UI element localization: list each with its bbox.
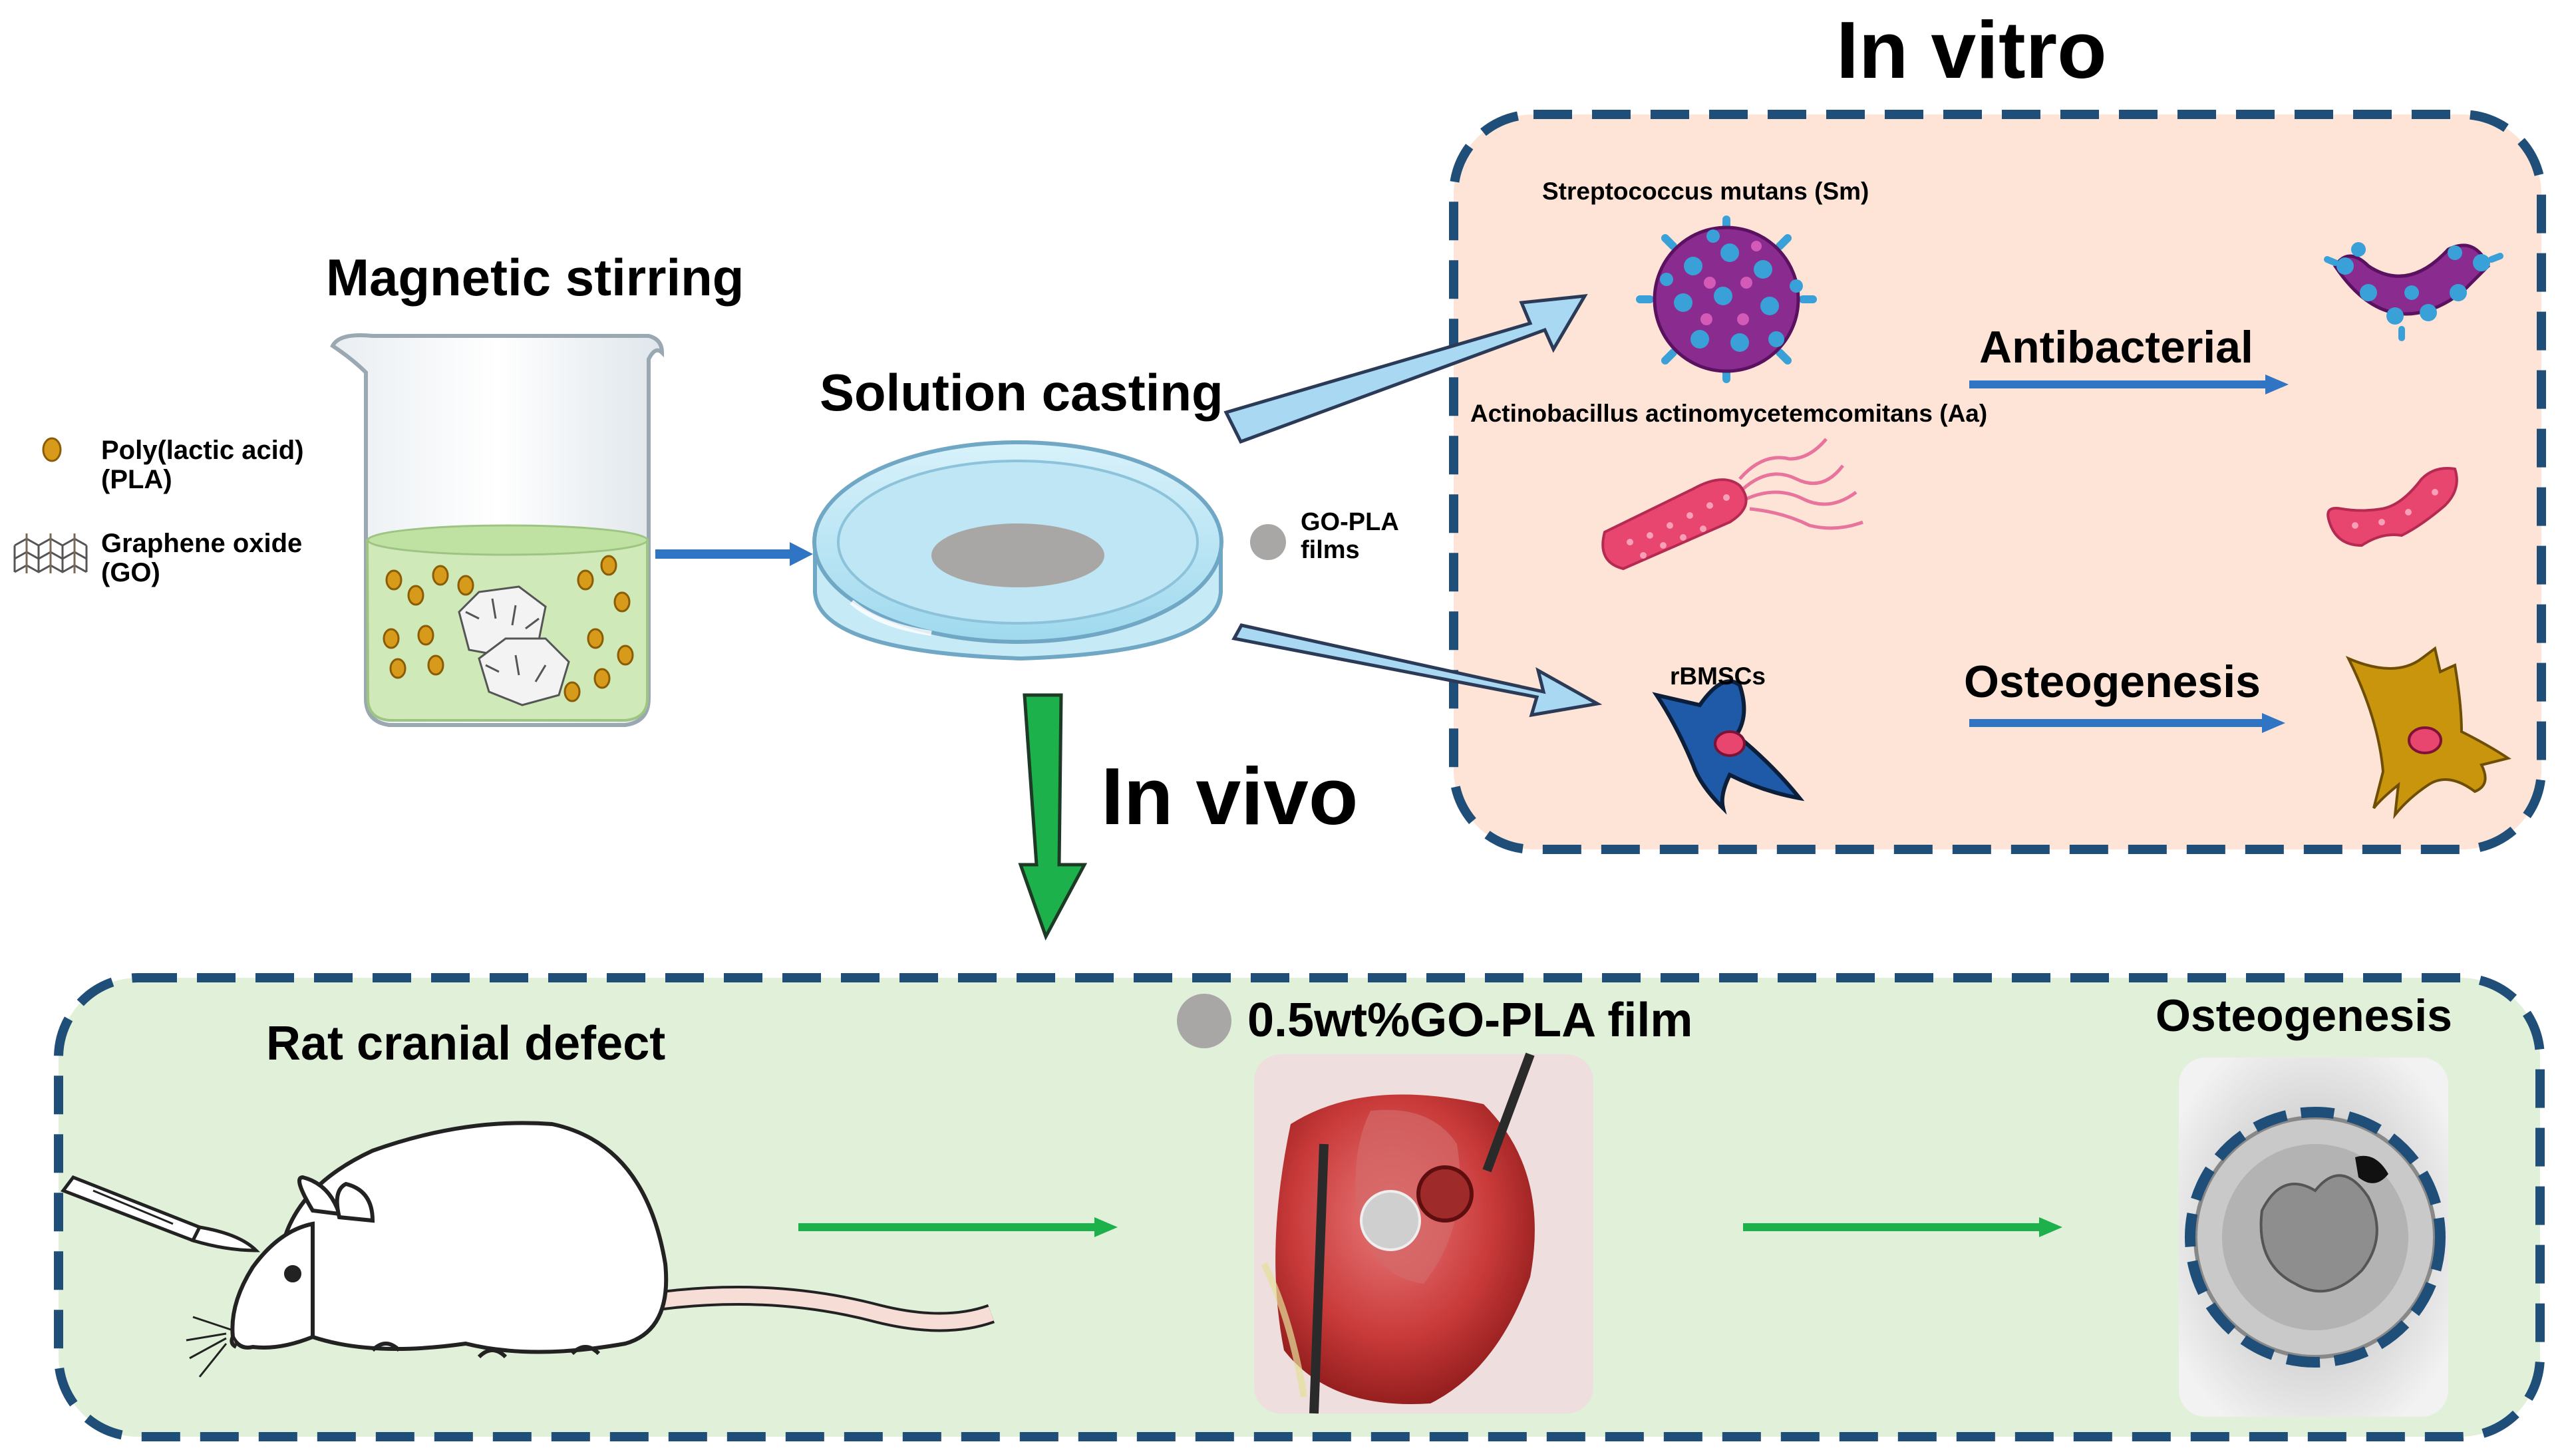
invivo-arrow-2: [1743, 1217, 2062, 1237]
arrow-in-vivo: [1018, 693, 1088, 941]
actinobacillus-icon: [1601, 438, 1863, 571]
sm-label: Streptococcus mutans (Sm): [1542, 178, 1869, 205]
arrow-to-rbmsc: [1231, 623, 1603, 718]
magnetic-stirring-label: Magnetic stirring: [326, 248, 744, 307]
solution-casting-label: Solution casting: [820, 363, 1223, 422]
go-pla-films-swatch: [1250, 524, 1286, 560]
pla-bead-icon: [42, 437, 62, 462]
title-in-vitro: In vitro: [1836, 5, 2107, 95]
go-legend-label: Graphene oxide(GO): [101, 529, 303, 587]
micro-ct-photo: [2179, 1058, 2448, 1417]
aa-label: Actinobacillus actinomycetemcomitans (Aa…: [1470, 400, 1988, 427]
arrow-beaker-to-dish: [655, 542, 813, 566]
title-in-vivo: In vivo: [1101, 751, 1359, 841]
invitro-osteogenesis-label: Osteogenesis: [1964, 656, 2261, 707]
rbmsc-cell-icon: [1652, 679, 1805, 815]
pla-legend-label: Poly(lactic acid)(PLA): [101, 436, 304, 494]
arrow-to-bacteria: [1223, 293, 1588, 444]
go-pla-film-in-dish: [931, 523, 1104, 587]
go-pla-film-label: 0.5wt%GO-PLA film: [1247, 994, 1693, 1047]
antibacterial-arrow: [1969, 374, 2289, 394]
antibacterial-label: Antibacterial: [1979, 322, 2253, 372]
streptococcus-icon: [1636, 216, 1817, 383]
damaged-streptococcus-icon: [2324, 242, 2503, 341]
damaged-actinobacillus-icon: [2327, 467, 2458, 547]
go-pla-film-implant: [1360, 1190, 1421, 1251]
scalpel-icon: [61, 1175, 261, 1252]
invivo-arrow-1: [798, 1217, 1118, 1237]
graphene-oxide-icon: [13, 533, 88, 573]
petri-dish-icon: [812, 440, 1223, 661]
rbmsc-label: rBMSCs: [1670, 662, 1766, 690]
beaker-icon: [330, 333, 665, 727]
osteoblast-cell-icon: [2345, 646, 2511, 819]
film-swatch-invivo: [1177, 994, 1231, 1048]
defect-outline: [2185, 1107, 2446, 1368]
rat-cranial-defect-label: Rat cranial defect: [266, 1017, 666, 1070]
invivo-osteogenesis-label: Osteogenesis: [2156, 990, 2452, 1041]
osteogenesis-arrow: [1969, 713, 2285, 733]
rat-icon: [186, 1121, 995, 1378]
surgery-photo: [1254, 1052, 1593, 1414]
